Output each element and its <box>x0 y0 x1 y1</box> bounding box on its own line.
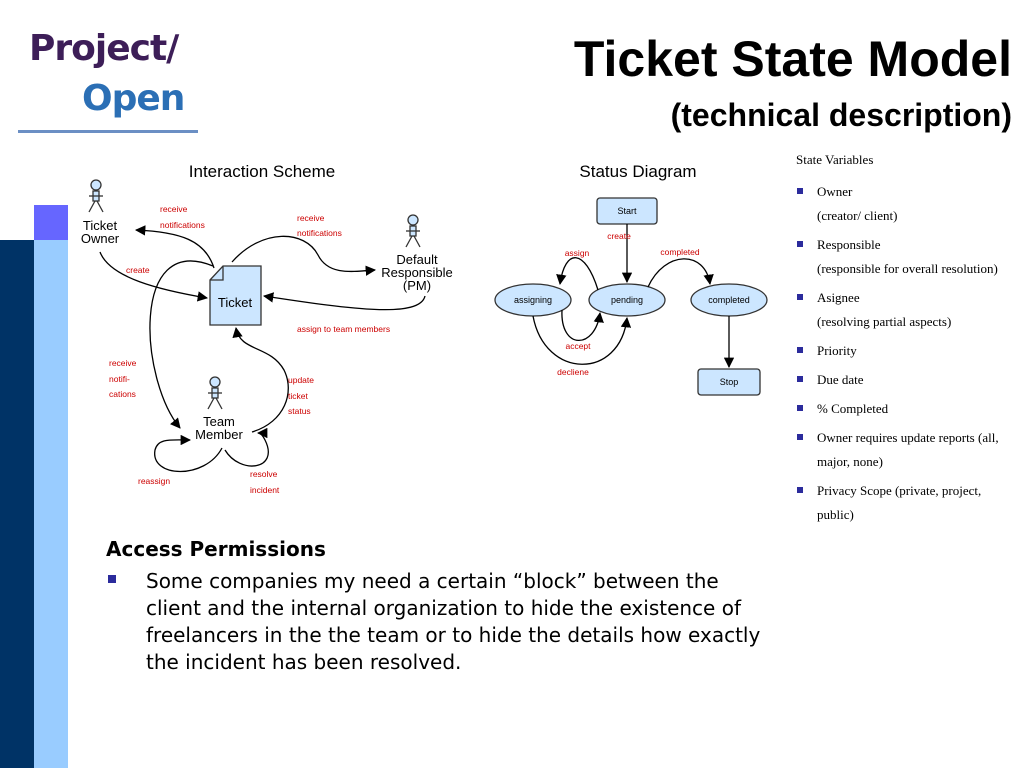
node-assigning-label: assigning <box>514 295 552 305</box>
edge-owner-create <box>99 251 209 302</box>
edge-label-receive-pm-1: receive <box>297 213 325 223</box>
edge-label-reassign: reassign <box>138 476 170 486</box>
state-var-item: Asignee(resolving partial aspects) <box>796 286 1006 334</box>
interaction-heading: Interaction Scheme <box>189 162 335 181</box>
state-var-item: Due date <box>796 368 1006 392</box>
edge-label-update-1: update <box>288 375 314 385</box>
state-var-item: % Completed <box>796 397 1006 421</box>
status-edge-create: create <box>607 231 631 241</box>
node-pending <box>588 283 666 317</box>
state-var-item: Privacy Scope (private, project, public) <box>796 479 1006 527</box>
edge-label-update-2: ticket <box>288 391 308 401</box>
edge-ticket-notify-pm <box>231 235 377 276</box>
pm-label-3: (PM) <box>403 278 431 293</box>
left-accent-square <box>34 205 68 240</box>
status-edge-decline: decliene <box>557 367 589 377</box>
pm-label-1: Default <box>396 252 438 267</box>
ticket-label: Ticket <box>218 295 253 310</box>
bullet-icon <box>108 575 116 583</box>
edge-label-receive-pm-2: notifications <box>297 228 342 238</box>
left-bar-dark <box>0 240 34 768</box>
pm-label-2: Responsible <box>381 265 453 280</box>
node-pending-label: pending <box>611 295 643 305</box>
ticket-owner-label-1: Ticket <box>83 218 118 233</box>
edge-ticket-notify-owner <box>134 225 215 269</box>
edge-assigning-pending-accept <box>561 309 604 341</box>
state-var-item: Responsible(responsible for overall reso… <box>796 233 1006 281</box>
edge-pm-assign <box>262 292 426 311</box>
access-permissions-heading: Access Permissions <box>106 537 326 561</box>
status-heading: Status Diagram <box>579 162 696 181</box>
edge-pending-completed <box>647 258 714 288</box>
team-member-label-2: Member <box>195 427 243 442</box>
logo-open: Open <box>82 78 185 119</box>
edge-member-resolve <box>224 427 269 467</box>
node-stop-label: Stop <box>720 377 739 387</box>
state-variables-list: Owner(creator/ client) Responsible(respo… <box>796 180 1006 532</box>
access-permissions-text: Some companies my need a certain “block”… <box>146 569 761 674</box>
logo-underline <box>18 130 198 133</box>
edge-member-reassign <box>154 434 223 472</box>
state-var-item: Priority <box>796 339 1006 363</box>
edge-label-receive-owner-2: notifications <box>160 220 205 230</box>
logo-project: Project/ <box>29 28 179 69</box>
status-edge-assign: assign <box>565 248 590 258</box>
default-responsible-actor-icon <box>405 214 421 248</box>
status-edge-completed: completed <box>660 247 699 257</box>
left-bar-light <box>34 240 68 768</box>
ticket-owner-label-2: Owner <box>81 231 120 246</box>
state-var-item: Owner requires update reports (all, majo… <box>796 426 1006 474</box>
edge-member-update <box>232 326 289 433</box>
ticket-owner-actor-icon <box>88 179 104 213</box>
edge-label-receive-member-2: notifi- <box>109 374 130 384</box>
node-completed-label: completed <box>708 295 750 305</box>
edge-label-create: create <box>126 265 150 275</box>
slide-title: Ticket State Model <box>573 31 1012 87</box>
edge-ticket-notify-member <box>149 260 214 429</box>
ticket-document-icon <box>209 265 262 326</box>
edge-label-update-3: status <box>288 406 311 416</box>
node-start-label: Start <box>617 206 637 216</box>
edge-assigning-pending-decline <box>532 315 632 365</box>
state-variables-heading: State Variables <box>796 152 874 167</box>
edge-label-resolve-2: incident <box>250 485 280 495</box>
edge-label-receive-member-1: receive <box>109 358 137 368</box>
edge-label-resolve-1: resolve <box>250 469 278 479</box>
slide-subtitle: (technical description) <box>670 97 1012 133</box>
edge-label-assign-team: assign to team members <box>297 324 390 334</box>
edge-pending-assigning <box>556 257 599 291</box>
state-var-item: Owner(creator/ client) <box>796 180 1006 228</box>
team-member-label-1: Team <box>203 414 235 429</box>
node-stop <box>697 368 761 396</box>
team-member-actor-icon <box>207 376 223 410</box>
edge-label-receive-member-3: cations <box>109 389 136 399</box>
status-edge-accept: accept <box>565 341 591 351</box>
edge-label-receive-owner-1: receive <box>160 204 188 214</box>
